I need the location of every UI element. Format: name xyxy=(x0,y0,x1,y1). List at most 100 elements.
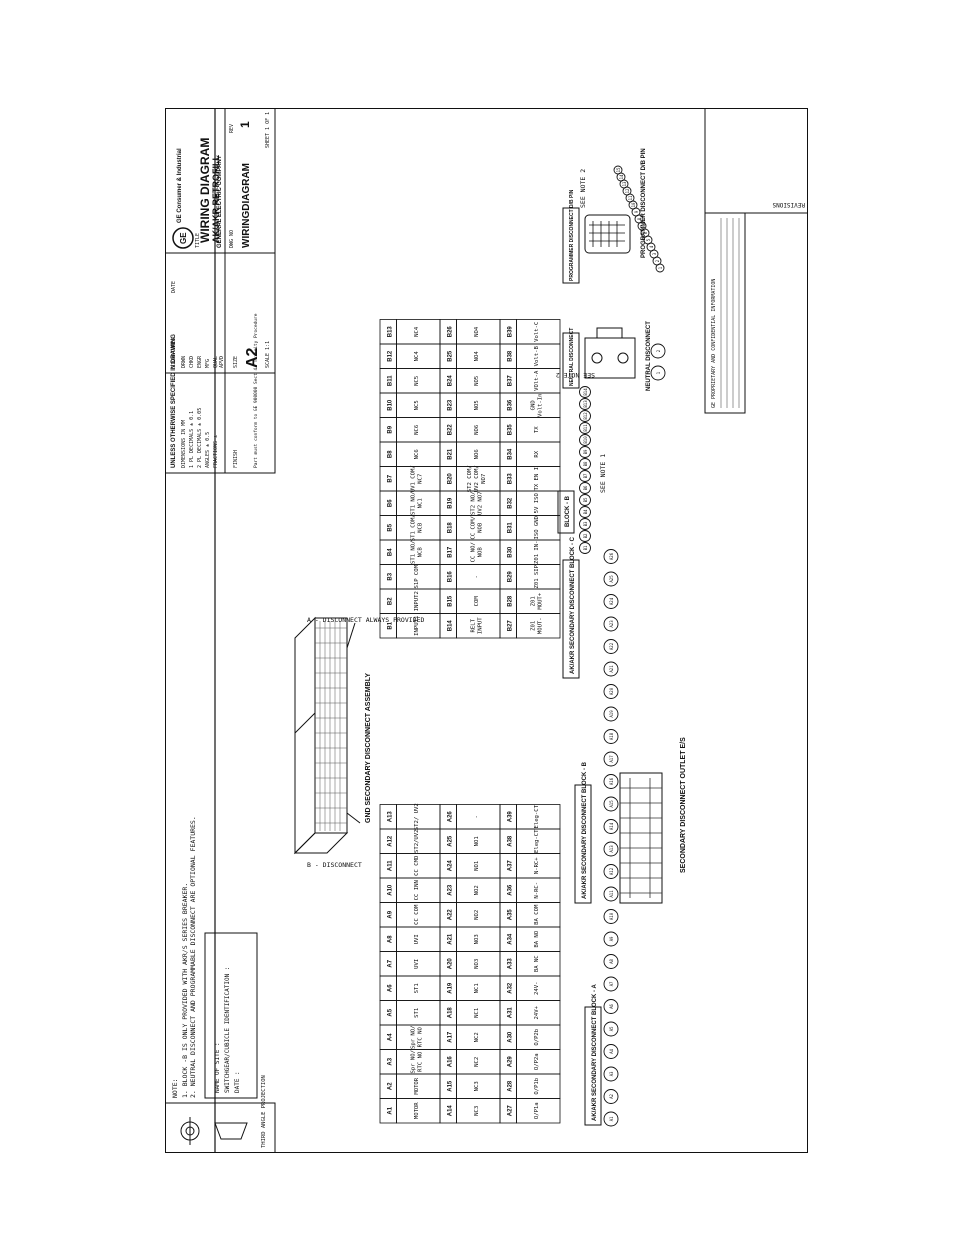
block-a-pin-circle xyxy=(603,616,619,632)
note-1: 1. BLOCK -B IS ONLY PROVIDED WITH AKR/S … xyxy=(181,883,189,1098)
table-a-pin-label: A10 xyxy=(387,884,393,896)
sheet-label: SHEET 1 OF 1 xyxy=(265,112,271,148)
block-a-pin-label: A24 xyxy=(609,597,614,605)
block-a-pin-label: A3 xyxy=(609,1071,614,1076)
block-a-pin-label: A26 xyxy=(609,552,614,560)
table-a-pin-label: A16 xyxy=(447,1056,453,1068)
table-a-value-label: Eleg-CT xyxy=(534,804,540,828)
programmer-pin-circle xyxy=(613,165,623,175)
programmer-pin-label: 10 xyxy=(631,202,636,207)
notes-heading: NOTE: xyxy=(171,1078,179,1098)
block-a-pin-circle xyxy=(603,796,619,812)
block-a-pin-label: A10 xyxy=(609,912,614,920)
table-b-pin-label: B39 xyxy=(507,326,513,338)
block-b-pin-circle xyxy=(579,482,591,494)
table-b-value-label: NO6 xyxy=(474,425,480,435)
tolerance-heading: UNLESS OTHERWISE SPECIFIED IN DRAWING xyxy=(171,334,177,468)
table-a-pin-label: A22 xyxy=(447,909,453,921)
table-a-value-label: NC2 xyxy=(474,1032,480,1042)
table-a-pin-label: A25 xyxy=(447,835,453,847)
site-box xyxy=(204,932,258,1099)
block-b-pin-label: B10 xyxy=(583,436,588,444)
programmer-pin-label: 9 xyxy=(634,210,639,213)
block-a-pin-label: A7 xyxy=(609,981,614,986)
tolerance-0: DIMENSIONS IN MM xyxy=(181,420,187,468)
table-a-pin-label: A23 xyxy=(447,884,453,896)
block-a-pin-circle xyxy=(603,751,619,767)
table-a-value-label: CC INN xyxy=(414,880,420,900)
brand: GE Consumer & Industrial xyxy=(177,148,183,223)
block-b-pin-label: B6 xyxy=(583,485,588,490)
block-a-pin-label: A11 xyxy=(609,890,614,898)
table-a-pin-label: A38 xyxy=(507,835,513,847)
table-b-pin-label: B34 xyxy=(507,448,513,460)
table-b-value-label: NC4 xyxy=(414,351,420,362)
table-a-pin-label: A24 xyxy=(447,860,453,872)
programmer-pin-label: 3 xyxy=(652,252,657,255)
svg-text:GE: GE xyxy=(179,232,188,244)
table-b-value-label: GNDVolt-In xyxy=(531,393,544,417)
table-a-value-label: NO3 xyxy=(474,959,480,969)
programmer-pin-label: 12 xyxy=(625,188,630,193)
table-a-pin-label: A31 xyxy=(507,1007,513,1019)
block-a-pin-label: A14 xyxy=(609,822,614,830)
table-b-pin-label: B10 xyxy=(387,399,393,411)
signatures-label: SIGNATURES xyxy=(171,338,177,368)
block-a-pin-label: A25 xyxy=(609,575,614,583)
table-b-value-label: TX EN I xyxy=(534,467,540,491)
table-a-value-label: CC CMD xyxy=(414,855,420,876)
block-b-pin-label: B3 xyxy=(583,521,588,526)
table-a-pin-label: A34 xyxy=(507,933,513,945)
a-disconnect-label: A - DISCONNECT ALWAYS PROVIDED xyxy=(307,616,424,624)
programmer-disconnect-label: PROGRAMMER DISCONNECT D/B PIN xyxy=(641,148,647,258)
block-c-box xyxy=(562,559,580,679)
block-b-pin-circle xyxy=(579,434,591,446)
table-b-pin-label: B28 xyxy=(507,595,513,607)
programmer-pin-label: 11 xyxy=(628,195,633,200)
table-a-pin-label: A15 xyxy=(447,1080,453,1092)
table-b-value-label: ST1 NO/NC1 xyxy=(411,491,424,515)
table-b-pin-label: B20 xyxy=(447,473,453,485)
table-b-pin-label: B6 xyxy=(387,499,393,507)
table-a-pin-label: A37 xyxy=(507,860,513,872)
block-b-pin-label: B8 xyxy=(583,461,588,466)
block-a-pin-circle xyxy=(603,1111,619,1127)
table-a-value-label: BA COM xyxy=(534,904,540,925)
table-a-value-label: ST1 xyxy=(414,983,420,993)
sheet-number: 1 xyxy=(238,121,252,128)
table-a-value-label: N-RC+ xyxy=(534,857,540,874)
table-b-value-label: Z01MOUT- xyxy=(531,617,544,634)
table-b-pin-label: B17 xyxy=(447,546,453,558)
table-a-pin-label: A1 xyxy=(387,1106,393,1114)
programmer-disconnect-drawing xyxy=(584,214,631,254)
gnd-assembly-label: GND SECONDARY DISCONNECT ASSEMBLY xyxy=(365,673,372,823)
table-b-pin-label: B16 xyxy=(447,571,453,583)
table-a-value-label: NC1 xyxy=(474,1008,480,1018)
block-b-pin-circle xyxy=(579,506,591,518)
block-a-pin-label: A17 xyxy=(609,755,614,763)
block-a-pin-circle xyxy=(603,684,619,699)
block-a-pin-circle xyxy=(603,594,619,609)
table-a-pin-label: A30 xyxy=(507,1031,513,1043)
table-b-value-label: INPUT2 xyxy=(414,591,420,611)
programmer-box-label: PROGRAMMER DISCONNECT D/B PIN xyxy=(569,189,575,281)
block-a-pin-label: A8 xyxy=(609,959,614,964)
sig-qual: QUAL xyxy=(213,356,219,368)
block-b-pin-circle xyxy=(579,446,591,458)
block-b-pin-circle xyxy=(579,458,591,470)
block-a-pin-circle xyxy=(603,954,619,969)
block-a-pin-label: A15 xyxy=(609,800,614,808)
block-a-pin-circle xyxy=(603,931,619,947)
finish: FINISH xyxy=(233,450,239,468)
block-b-pin-circle xyxy=(579,386,591,398)
table-b-value-label: ST1 COM/NCB xyxy=(411,514,424,541)
block-a-pin-label: A6 xyxy=(609,1004,614,1009)
block-b-box xyxy=(574,784,592,904)
table-b-value-label: ST2 NO/UV2 NO7 xyxy=(471,491,484,515)
title-line1: WIRING DIAGRAM xyxy=(198,138,212,243)
block-b-pin-label: B2 xyxy=(583,533,588,538)
table-b-value-label: ST1 NO/NCB xyxy=(411,540,424,564)
proprietary-lines xyxy=(720,218,740,408)
see-note-1: SEE NOTE 1 xyxy=(599,454,607,493)
table-b-value-label: NC6 xyxy=(414,449,420,459)
